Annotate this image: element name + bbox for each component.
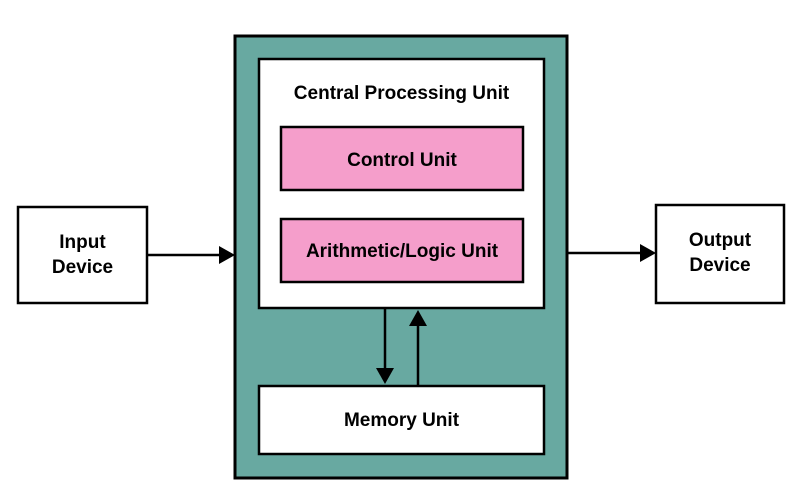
memory-to-cpu-arrow-head [409,310,427,326]
control-unit-label: Control Unit [347,150,457,171]
alu-label: Arithmetic/Logic Unit [306,241,499,262]
memory-unit-label: Memory Unit [344,410,460,431]
cpu-to-memory-arrow-head [376,368,394,384]
output-device-label-line2: Device [689,255,750,276]
input-device-label-line2: Device [52,257,113,278]
input-device-label-line1: Input [59,232,106,253]
cpu-title: Central Processing Unit [294,83,510,104]
input-device-box [16,205,149,305]
output-device-label-line1: Output [689,230,752,251]
memory-unit-box [257,384,546,456]
input-arrow-head [219,246,235,264]
alu-box [279,217,525,284]
control-unit-box [279,125,525,192]
output-arrow-head [640,244,656,262]
output-device-box [654,203,786,305]
